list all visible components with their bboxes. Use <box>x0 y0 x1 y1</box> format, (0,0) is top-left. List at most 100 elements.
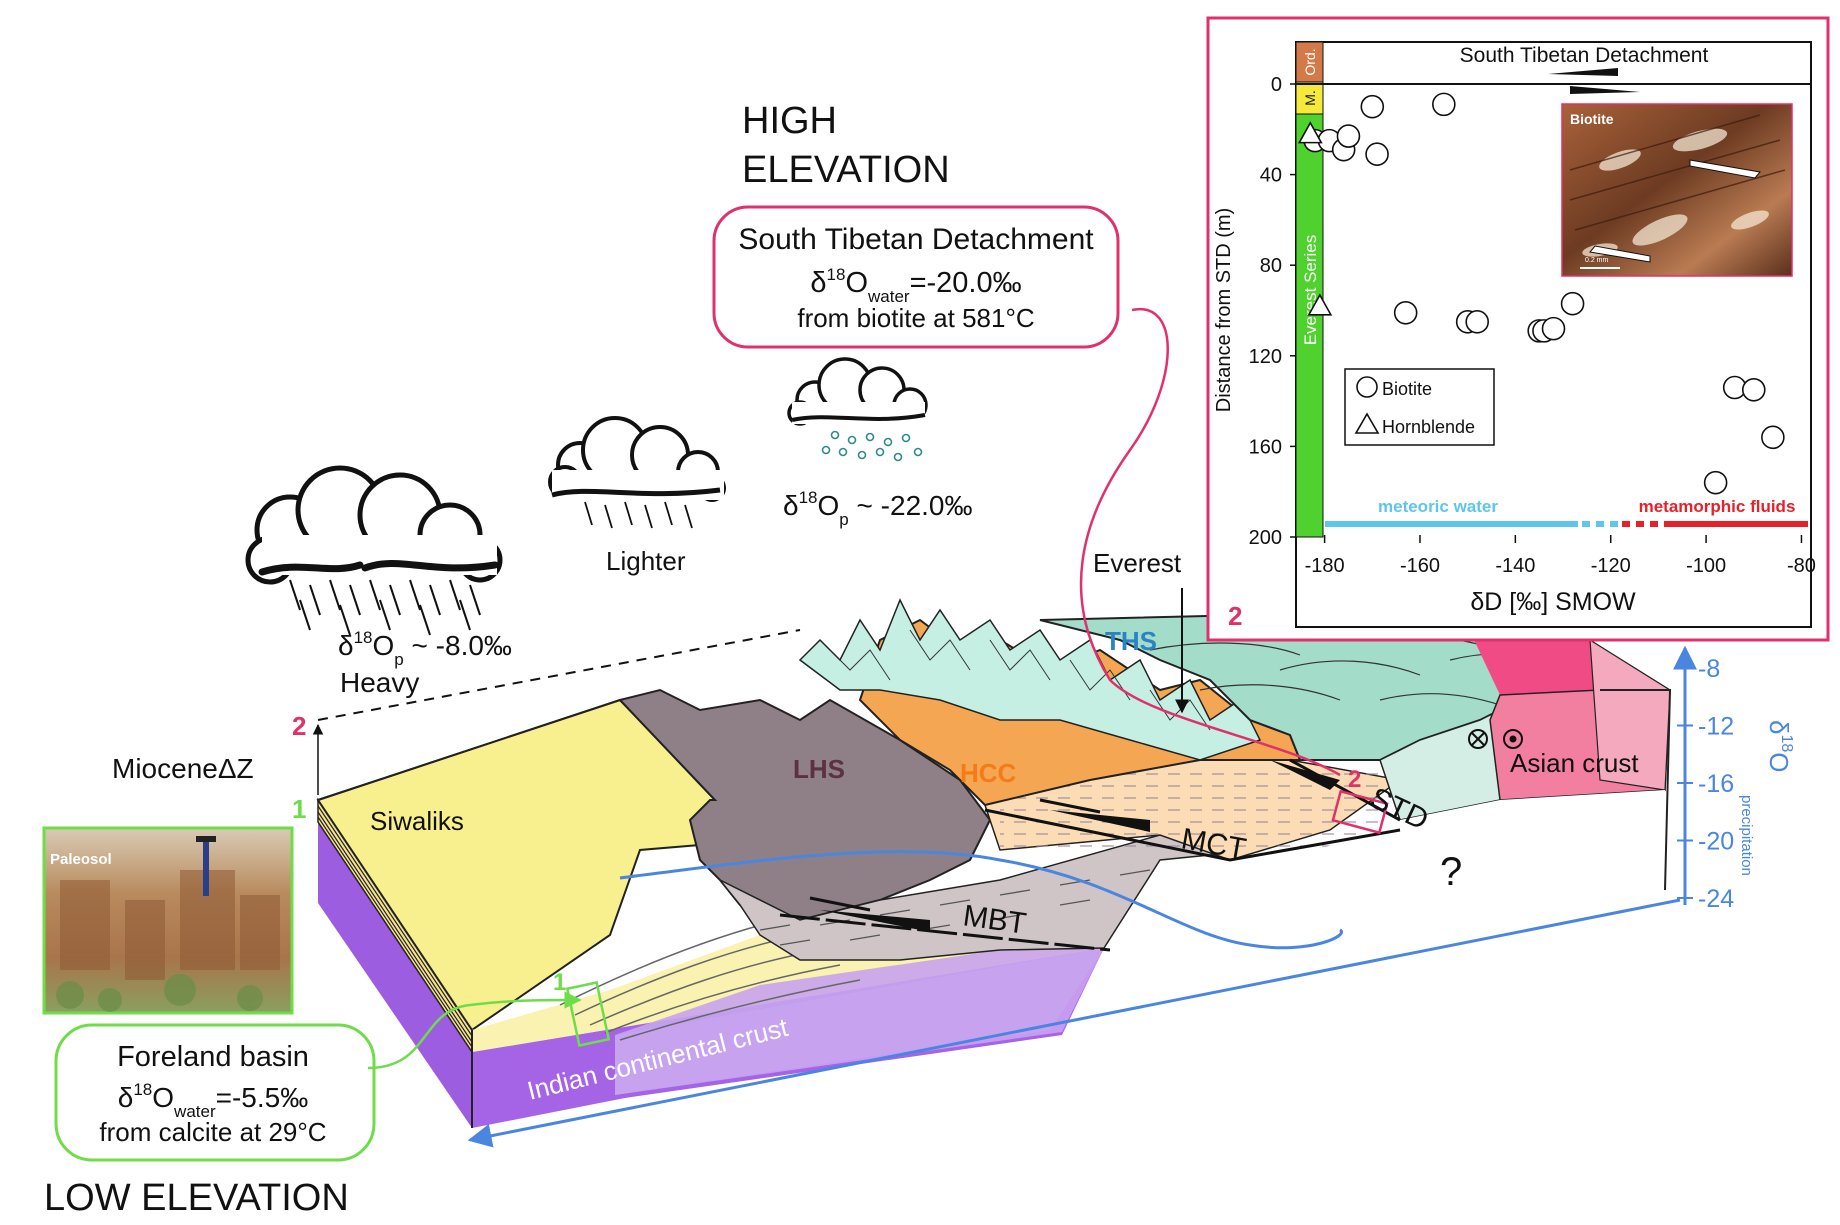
inset-ytick-label: 0 <box>1271 74 1282 96</box>
foreland-callout-source: from calcite at 29°C <box>99 1117 326 1147</box>
precip-tick-label: -20 <box>1698 828 1734 856</box>
marker-1-block: 1 <box>553 969 566 996</box>
meteoric-label: meteoric water <box>1378 497 1498 516</box>
strike-symbols <box>1468 729 1523 749</box>
mountain-ridge-lines <box>829 629 1211 731</box>
biotite-point <box>1365 142 1389 167</box>
isotope-curve <box>619 850 1344 950</box>
heavy-label: Heavy <box>340 667 419 698</box>
foreland-callout-value: δ18Owater=-5.5‰ <box>118 1080 308 1121</box>
elevation-dash <box>317 629 801 721</box>
mbt-sense-barb <box>809 896 871 912</box>
lhs-unit <box>618 688 992 922</box>
biotite-point <box>1761 425 1785 450</box>
inset-xtick-label: -80 <box>1787 555 1816 577</box>
high-elevation-line1: HIGH <box>742 100 837 142</box>
mct-sense-arrow <box>1050 810 1150 832</box>
precip-heavy-value: δ18Op ~ -8.0‰ <box>338 628 512 669</box>
precip-tick-label: -8 <box>1698 655 1720 683</box>
biotite-point <box>1432 92 1456 117</box>
precip-tick-label: -24 <box>1698 885 1734 913</box>
mct-sense-barb <box>1039 798 1101 814</box>
std-sense-arrow <box>1270 760 1340 790</box>
inset-xlabel: δD [‰] SMOW <box>1470 588 1636 616</box>
inset-data-points <box>1297 92 1785 495</box>
cloud-heavy-icon <box>245 465 503 636</box>
precip-high-value: δ18Op ~ -22.0‰ <box>783 488 973 529</box>
hornblende-point <box>1297 121 1323 144</box>
indian-crust-left-face <box>318 822 472 1128</box>
inset-ytick-label: 120 <box>1249 346 1282 368</box>
precip-axis-subtitle: precipitation <box>1738 795 1755 876</box>
inset-xtick-label: -100 <box>1686 555 1726 577</box>
paleosol-label: Paleosol <box>50 851 112 868</box>
block-outline <box>317 689 1672 1128</box>
foreland-callout-box <box>54 1023 376 1162</box>
biotite-point <box>1360 94 1385 119</box>
hornblende-point <box>1307 293 1333 316</box>
inset-std-arrow-right <box>1570 86 1640 94</box>
metamorphic-label: metamorphic fluids <box>1639 497 1796 516</box>
std-fault <box>1289 758 1401 822</box>
foreland-callout-connector <box>367 991 582 1070</box>
legend-biotite-marker <box>1356 376 1378 398</box>
scale-bar-label: 0.2 mm <box>1585 257 1609 264</box>
marker-2-left: 2 <box>292 711 306 741</box>
inset-ytick-label: 160 <box>1249 436 1282 458</box>
question-mark: ? <box>1440 850 1462 894</box>
mbt-fault <box>779 913 1111 952</box>
biotite-point <box>1393 300 1418 325</box>
precip-tick-label: -12 <box>1698 713 1734 741</box>
cloud-snow-icon <box>787 357 928 462</box>
inset-ytick-label: 40 <box>1260 165 1282 187</box>
biotite-photo: Biotite 0.2 mm <box>1561 103 1793 277</box>
asian-crust-label: Asian crust <box>1510 748 1639 778</box>
everest-series-label: Everest Series <box>1301 235 1320 346</box>
inset-xtick-label: -140 <box>1495 555 1535 577</box>
foreland-callout-title: Foreland basin <box>117 1041 309 1073</box>
inset-xtick-label: -160 <box>1400 555 1440 577</box>
miocene-delta-z: MioceneΔZ <box>112 753 254 784</box>
bottom-gradient-arrow <box>467 898 1681 1148</box>
std-callout-source: from biotite at 581°C <box>797 303 1034 333</box>
biotite-point <box>1541 316 1566 341</box>
inset-ytick-label: 80 <box>1260 255 1282 277</box>
cloud-medium-icon <box>548 416 726 529</box>
everest-series-column <box>1295 113 1324 538</box>
biotite-point <box>1703 470 1728 495</box>
sample-box-1 <box>565 981 611 1047</box>
high-elevation-line2: ELEVATION <box>742 149 950 191</box>
unknown-region <box>1180 790 1665 950</box>
precip-axis-title: δ18O <box>1764 720 1795 773</box>
ths-label: THS <box>1105 626 1157 656</box>
std-callout-title: South Tibetan Detachment <box>738 223 1094 256</box>
std-callout-connector <box>1079 307 1341 777</box>
m-column <box>1295 81 1324 115</box>
inset-ylabel: Distance from STD (m) <box>1213 208 1235 412</box>
legend-hornblende-marker <box>1354 412 1380 434</box>
biotite-point <box>1741 377 1766 402</box>
hcc-label: HCC <box>960 758 1017 788</box>
rain-streaks-heavy <box>289 579 481 636</box>
mct-fault <box>984 808 1401 862</box>
lhs-section-dashes <box>759 869 1151 946</box>
inset-xtick-label: -180 <box>1305 555 1345 577</box>
biotite-point <box>1465 310 1490 334</box>
paleosol-photo: Paleosol <box>42 826 294 1015</box>
legend-hornblende-label: Hornblende <box>1382 417 1475 437</box>
mbt-sense-arrow <box>820 910 930 932</box>
biotite-point <box>1560 291 1585 316</box>
std-callout-box <box>712 205 1120 349</box>
block-diagram <box>312 598 1672 1128</box>
biotite-photo-label: Biotite <box>1570 111 1614 127</box>
snowflakes <box>821 430 923 462</box>
precip-tick-label: -16 <box>1698 770 1734 798</box>
lighter-label: Lighter <box>606 546 686 576</box>
everest-label: Everest <box>1093 548 1182 578</box>
inset-std-arrow-left <box>1548 68 1618 76</box>
ord-label: Ord. <box>1302 48 1318 75</box>
std-callout-value: δ18Owater=-20.0‰ <box>810 265 1021 306</box>
sample-box-2 <box>1331 789 1389 835</box>
